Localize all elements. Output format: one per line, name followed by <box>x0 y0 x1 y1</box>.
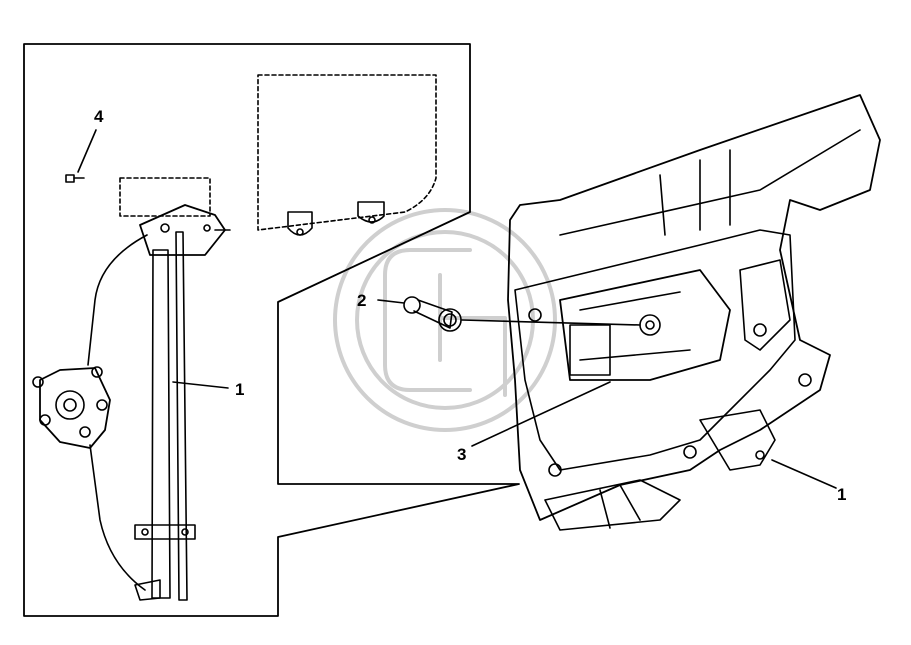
leader-4 <box>77 129 97 173</box>
leader-1-door <box>771 459 837 489</box>
watermark-logo <box>333 208 557 432</box>
leader-3 <box>471 381 611 447</box>
door-frame <box>507 94 881 531</box>
window-regulator-inset <box>32 204 231 601</box>
callout-4: 4 <box>94 107 104 126</box>
callout-1-inset: 1 <box>235 380 245 399</box>
crank-part2 <box>403 296 462 332</box>
glass-clips <box>287 201 385 236</box>
inset-frame <box>23 43 520 617</box>
window-glass-outline <box>119 74 437 231</box>
leader-1-inset <box>172 381 229 389</box>
callout-2: 2 <box>357 291 367 310</box>
callout-3: 3 <box>457 445 467 464</box>
leader-2-to-door <box>461 319 641 326</box>
bolt-part4 <box>65 174 85 183</box>
leader-2 <box>377 299 405 304</box>
callout-1-door: 1 <box>837 485 847 504</box>
